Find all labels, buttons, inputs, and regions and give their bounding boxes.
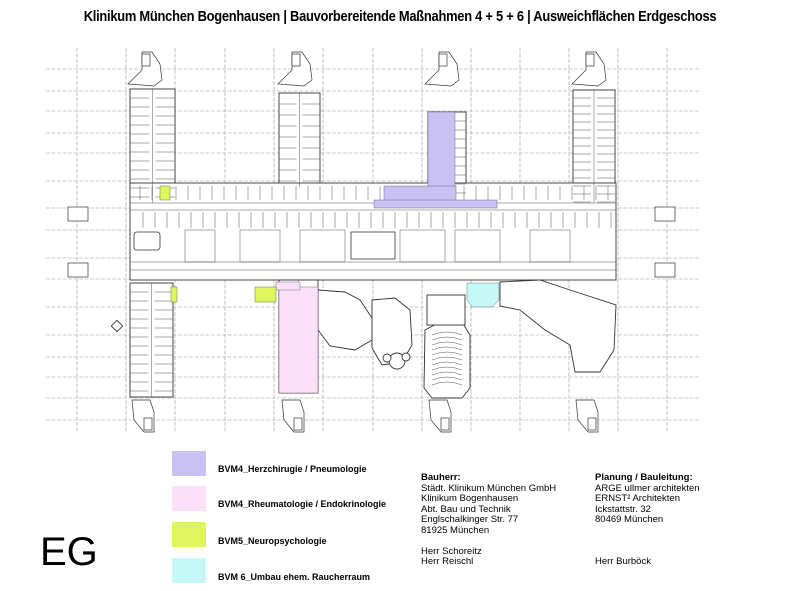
legend-swatch-rheumatologie bbox=[172, 486, 206, 511]
main-corridor bbox=[129, 182, 617, 281]
client-contact: Herr Reischl bbox=[421, 556, 474, 568]
client-line: Städt. Klinikum München GmbH bbox=[421, 482, 557, 494]
stair-towers bbox=[67, 51, 676, 433]
stair-tower bbox=[127, 51, 163, 87]
area-bvm4-herz-band bbox=[373, 199, 498, 209]
diamond-marker bbox=[110, 319, 124, 333]
legend-label-herzchirurgie: BVM4_Herzchirugie / Pneumologie bbox=[218, 464, 367, 474]
stair-tower bbox=[654, 262, 676, 278]
area-bvm5-2 bbox=[170, 286, 178, 303]
stair-tower bbox=[67, 262, 89, 278]
client-line: Abt. Bau und Technik bbox=[421, 503, 511, 515]
area-bvm4-rheuma-top bbox=[275, 281, 301, 291]
client-line: Englschalkinger Str. 77 bbox=[421, 514, 519, 526]
area-bvm4-herz-corridor bbox=[383, 185, 457, 203]
stair-tower bbox=[424, 51, 460, 87]
treatment-area bbox=[317, 289, 373, 351]
east-complex bbox=[499, 279, 617, 373]
legend-swatch-herzchirurgie bbox=[172, 451, 206, 476]
planning-line: ARGE ullmer architekten bbox=[595, 482, 700, 494]
auditorium-foyer bbox=[426, 294, 466, 326]
planning-line: Ickstattstr. 32 bbox=[595, 503, 651, 515]
auditorium bbox=[423, 321, 471, 399]
highlighted-areas bbox=[159, 111, 500, 394]
stair-tower bbox=[571, 51, 607, 87]
building-outline bbox=[110, 88, 617, 399]
pool bbox=[133, 231, 396, 260]
stair-tower bbox=[277, 51, 313, 87]
client-line: 81925 München bbox=[421, 524, 490, 536]
client-info: Bauherr: Städt. Klinikum München GmbH Kl… bbox=[421, 472, 557, 568]
legend-label-neuropsychologie: BVM5_Neuropsychologie bbox=[218, 536, 327, 546]
legend-swatch-neuropsychologie bbox=[172, 522, 206, 547]
area-bvm4-herz bbox=[427, 111, 456, 201]
legend-swatch-raucherraum bbox=[172, 558, 206, 583]
planning-contact: Herr Burböck bbox=[595, 555, 651, 567]
client-line: Klinikum Bogenhausen bbox=[421, 493, 519, 505]
floor-plan bbox=[46, 48, 700, 433]
legend-label-raucherraum: BVM 6_Umbau ehem. Raucherraum bbox=[218, 572, 371, 582]
area-bvm4-rheuma bbox=[278, 286, 319, 394]
planning-heading: Planung / Bauleitung: bbox=[595, 472, 693, 483]
area-bvm5-3 bbox=[254, 286, 277, 303]
planning-line: 80469 München bbox=[595, 514, 664, 526]
floor-label: EG bbox=[40, 530, 98, 574]
planning-line: ERNST² Architekten bbox=[595, 493, 680, 505]
legend-label-rheumatologie: BVM4_Rheumatologie / Endokrinologie bbox=[218, 499, 387, 509]
stair-tower bbox=[67, 206, 89, 222]
stair-tower bbox=[654, 206, 676, 222]
area-bvm5-1 bbox=[159, 185, 171, 201]
client-contact: Herr Schoreitz bbox=[421, 545, 482, 557]
planning-info: Planung / Bauleitung: ARGE ullmer archit… bbox=[595, 472, 700, 568]
page-title: Klinikum München Bogenhausen | Bauvorber… bbox=[83, 8, 717, 25]
area-bvm6 bbox=[466, 282, 500, 308]
client-heading: Bauherr: bbox=[421, 472, 461, 483]
